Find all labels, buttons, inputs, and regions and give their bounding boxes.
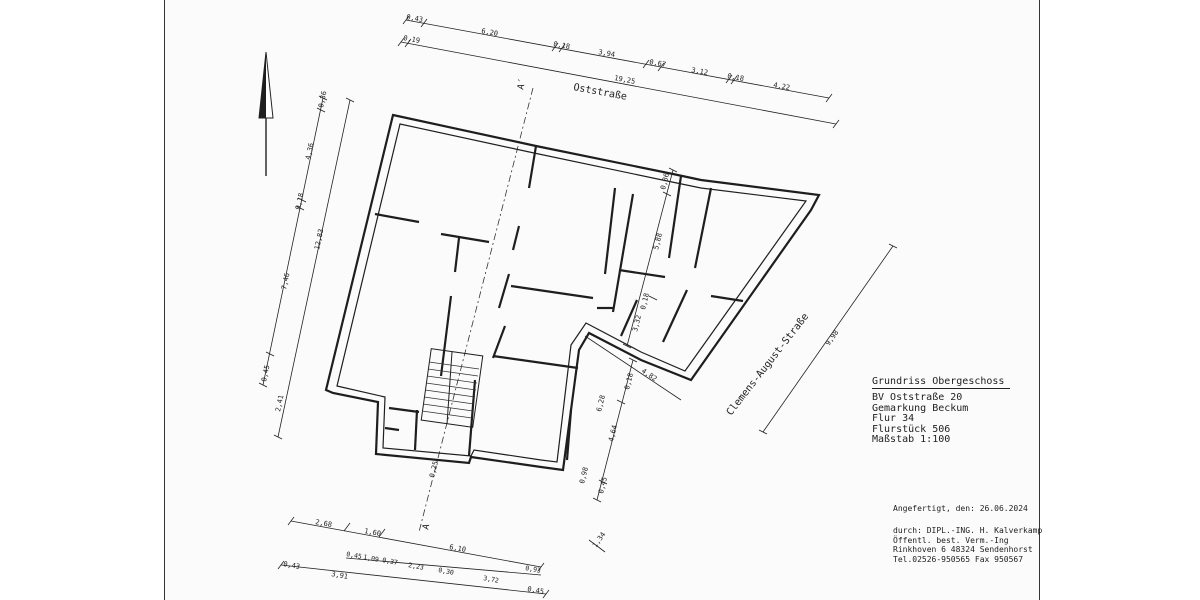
- staircase: [420, 348, 484, 428]
- footer-line: Öffentl. best. Verm.-Ing: [893, 535, 1009, 545]
- dim-label: 4,22: [773, 81, 791, 92]
- dim-label: 1,60: [364, 527, 382, 538]
- north-arrow-icon: [258, 51, 274, 176]
- dim-label: 0,45: [527, 585, 545, 596]
- footer-date: Angefertigt, den: 26.06.2024: [893, 504, 1028, 513]
- dim-label: 2,23: [408, 561, 425, 572]
- dim-label: 0,19: [403, 34, 421, 45]
- dim-bottom-row-3: 0,43 3,91 0,45: [277, 560, 550, 599]
- section-axis: [418, 87, 534, 533]
- dim-label: 0,98: [578, 466, 590, 484]
- title-line: Flurstück 506: [872, 423, 951, 435]
- section-mark-top: A´: [515, 78, 528, 91]
- dim-label: 19,25: [614, 74, 636, 86]
- dim-label: 0,30: [438, 566, 455, 577]
- title-line: Flur 34: [872, 413, 915, 425]
- dim-right-col-2: 6,28 0,18 4,64 0,45 0,98: [578, 357, 638, 503]
- dim-label: 0,18: [623, 372, 635, 390]
- interior-walls: [374, 145, 744, 461]
- plan-title: Grundriss Obergeschoss: [872, 376, 1011, 389]
- dim-label: 3,12: [691, 66, 709, 77]
- title-line: BV Oststraße 20: [872, 392, 963, 403]
- dim-label: 0,37: [382, 556, 399, 567]
- dim-left-col-1: 0,36 4,36 0,18 7,46 0,45: [258, 90, 328, 388]
- dim-top-row-2: 0,19 19,25: [397, 34, 840, 129]
- floor-plan: 0,43 6,20 0,18 3,94 0,67 3,12 0,18 4,22 …: [258, 13, 898, 599]
- dim-label: 0,43: [406, 13, 424, 24]
- dim-label: 4,64: [607, 424, 619, 442]
- dim-label: 4,82: [640, 367, 658, 383]
- dim-label: 1,34: [591, 531, 607, 549]
- dim-right-col-1: 0,36 5,88 0,18 3,32: [622, 167, 678, 349]
- dim-label: 0,93: [525, 564, 542, 575]
- dim-label: 2,41: [274, 394, 285, 412]
- street-label-oststrasse: Oststraße: [572, 82, 627, 103]
- dim-label: 6,20: [481, 27, 499, 38]
- dim-label: 0,67: [649, 58, 667, 69]
- dim-bottom-row-2: 0,45 1,09 0,37 2,23 0,30 3,72 0,93: [346, 550, 542, 585]
- street-label-clemens: Clemens-August-Straße: [725, 311, 812, 417]
- dim-label: 12,83: [313, 228, 325, 250]
- dim-label: 0,25: [428, 460, 440, 478]
- section-mark-bottom: A: [421, 522, 432, 530]
- dim-label: 9,98: [824, 329, 840, 347]
- dim-label: 4,36: [304, 142, 315, 160]
- dim-label: 3,94: [598, 48, 616, 59]
- dim-label: 0,36: [659, 172, 671, 190]
- footer-line: Tel.02526-950565 Fax 950567: [893, 554, 1024, 564]
- dim-diagonal: 4,82 9,98 1,34 0,25: [428, 243, 898, 553]
- dim-label: 6,28: [595, 394, 607, 412]
- dim-label: 0,36: [317, 90, 328, 108]
- dim-label: 0,43: [283, 560, 301, 571]
- dim-label: 0,18: [727, 72, 745, 83]
- dim-label: 0,45: [346, 550, 363, 561]
- footer-line: Rinkhoven 6 48324 Sendenhorst: [893, 545, 1033, 555]
- dim-label: 0,18: [639, 292, 651, 310]
- dim-label: 5,88: [652, 232, 664, 250]
- footer-line: durch: DIPL.-ING. H. Kalverkamp: [893, 526, 1043, 535]
- dim-label: 7,46: [280, 272, 291, 290]
- dim-label: 2,68: [315, 518, 333, 529]
- building-outline: [324, 113, 821, 472]
- footer-block: durch: DIPL.-ING. H. Kalverkamp Öffentl.…: [893, 526, 1042, 564]
- title-line: Maßstab 1:100: [872, 434, 951, 446]
- dim-top-row-1: 0,43 6,20 0,18 3,94 0,67 3,12 0,18 4,22: [402, 13, 833, 103]
- dim-bottom-row-1: 2,68 1,60 6,10: [287, 516, 545, 572]
- dim-label: 1,09: [363, 553, 380, 564]
- dim-label: 0,45: [597, 476, 609, 494]
- dim-label: 3,72: [483, 574, 500, 585]
- drawing-sheet: 0,43 6,20 0,18 3,94 0,67 3,12 0,18 4,22 …: [164, 0, 1042, 600]
- dim-label: 3,32: [631, 314, 643, 332]
- title-line: Gemarkung Beckum: [872, 402, 969, 414]
- building-outline-inner: [336, 123, 808, 463]
- dim-label: 0,45: [260, 364, 271, 382]
- title-block: Grundriss Obergeschoss BV Oststraße 20 G…: [872, 376, 1011, 446]
- dim-label: 6,10: [449, 543, 467, 554]
- dim-label: 0,18: [553, 40, 571, 51]
- dim-label: 3,91: [331, 570, 349, 581]
- dim-label: 0,18: [294, 192, 305, 210]
